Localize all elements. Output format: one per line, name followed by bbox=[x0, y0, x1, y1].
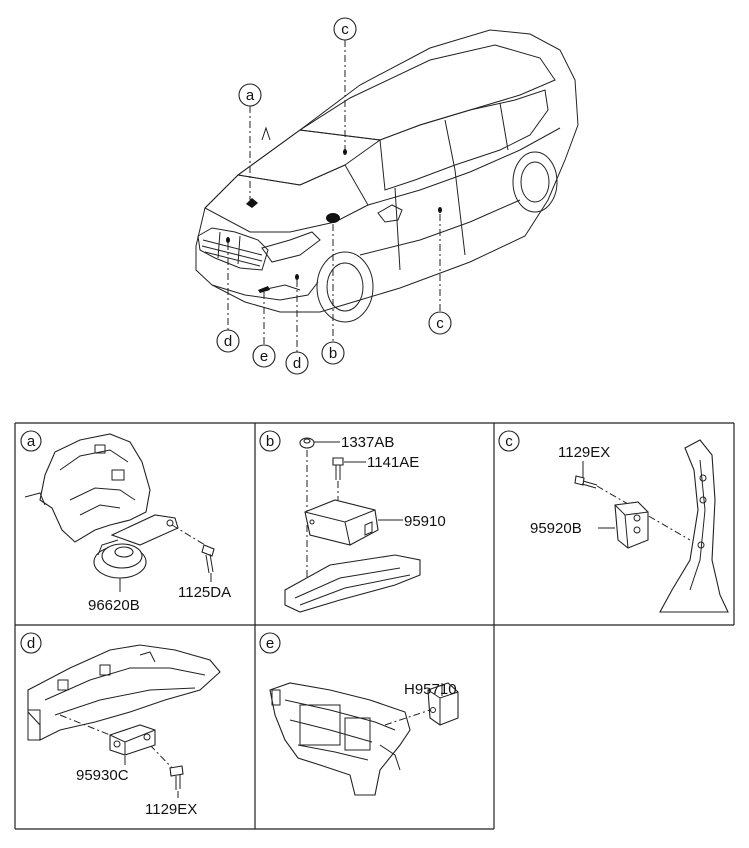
callout-letter: b bbox=[329, 345, 337, 362]
part-label-96620B: 96620B bbox=[88, 597, 140, 614]
part-label-1129EX: 1129EX bbox=[558, 444, 610, 461]
sensor-b-mark bbox=[326, 213, 340, 223]
parts-grid bbox=[14, 422, 735, 830]
part-label-95910: 95910 bbox=[404, 513, 446, 530]
b-pillar bbox=[659, 439, 729, 613]
car-illustration bbox=[195, 29, 579, 323]
bolt bbox=[201, 544, 215, 574]
car-callout-e: e bbox=[252, 344, 276, 368]
srs-control-module bbox=[304, 499, 379, 546]
part-label-1141AE: 1141AE bbox=[367, 454, 419, 471]
part-label-1337AB: 1337AB bbox=[341, 434, 394, 451]
front-impact-sensor bbox=[109, 724, 156, 756]
bolt bbox=[332, 457, 344, 480]
car-callout-c-roof: c bbox=[333, 17, 357, 41]
car-callout-a: a bbox=[238, 83, 262, 107]
car-callout-c-side: c bbox=[428, 311, 452, 335]
front-crash-sensor bbox=[427, 682, 459, 726]
sensor-a-mark bbox=[246, 198, 258, 208]
panel-b: b 1337AB 1141AE 95910 bbox=[259, 430, 446, 613]
callout-letter: a bbox=[246, 87, 255, 104]
part-label-1125DA: 1125DA bbox=[178, 584, 231, 601]
bolt bbox=[169, 765, 184, 790]
callout-letter: e bbox=[260, 348, 268, 365]
car-callout-leaders bbox=[227, 40, 441, 352]
horn bbox=[93, 539, 147, 579]
panel-c: c 1129EX 95920B bbox=[498, 430, 729, 613]
panel-letter: b bbox=[266, 433, 274, 450]
panel-letter: e bbox=[266, 635, 274, 652]
part-label-H95710: H95710 bbox=[404, 681, 457, 698]
side-impact-sensor bbox=[614, 501, 649, 549]
callout-letter: c bbox=[341, 21, 349, 38]
part-label-95930C: 95930C bbox=[76, 767, 129, 784]
front-side-member bbox=[27, 644, 221, 741]
car-callout-d-left: d bbox=[216, 329, 240, 353]
panel-e: e H95710 bbox=[259, 632, 459, 796]
panel-a: a 1125DA 96620B bbox=[20, 430, 231, 614]
car-callout-d-right: d bbox=[285, 351, 309, 375]
bolt bbox=[574, 475, 598, 489]
part-label-1129EX: 1129EX bbox=[145, 801, 197, 818]
panel-letter: d bbox=[27, 635, 35, 652]
nut bbox=[299, 437, 315, 449]
panel-d: d 95930C 1129EX bbox=[20, 632, 221, 818]
part-label-95920B: 95920B bbox=[530, 520, 582, 537]
panel-letter: a bbox=[27, 433, 36, 450]
car-callout-b: b bbox=[321, 341, 345, 365]
callout-letter: d bbox=[293, 355, 301, 372]
callout-letter: c bbox=[436, 315, 444, 332]
panel-letter: c bbox=[505, 433, 513, 450]
callout-letter: d bbox=[224, 333, 232, 350]
